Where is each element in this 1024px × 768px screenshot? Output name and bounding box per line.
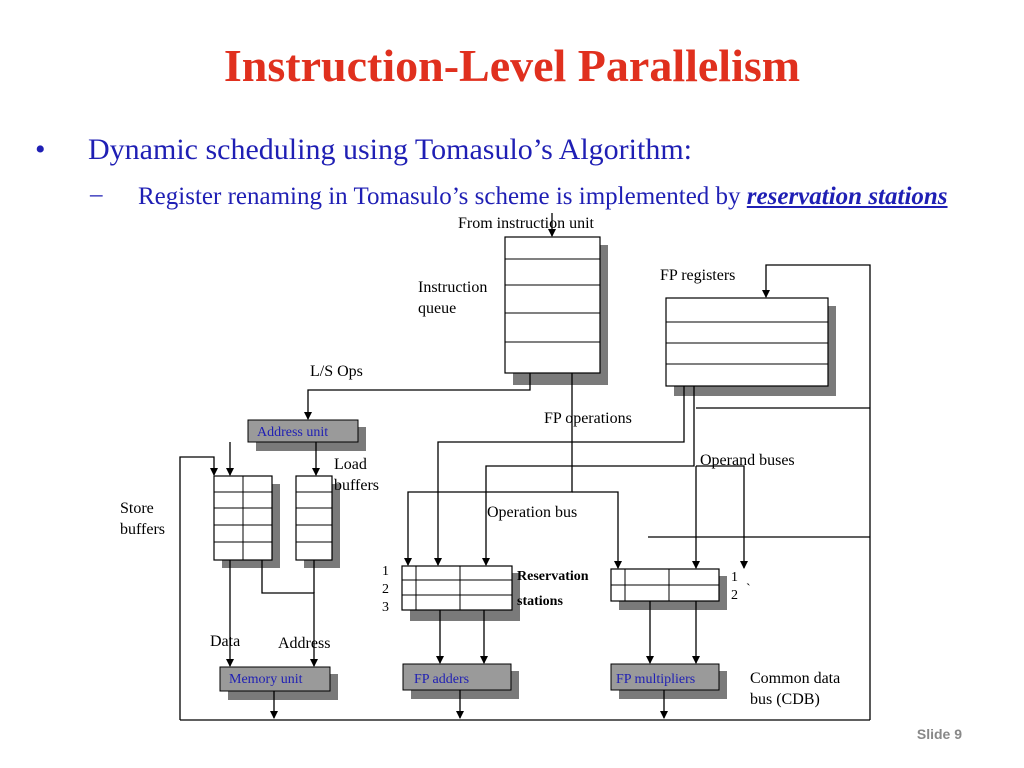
address-unit-label: Address unit: [257, 425, 329, 440]
operand-buses-label: Operand buses: [700, 452, 795, 469]
reservation-stations-label-2: stations: [517, 594, 563, 609]
rs-mult-number-1: 1: [731, 570, 738, 585]
bullet-text: Dynamic scheduling using Tomasulo’s Algo…: [88, 133, 692, 167]
rs-adders-number-2: 2: [382, 582, 389, 597]
fp-operations-label: FP operations: [544, 410, 632, 427]
reservation-stations-emphasis: reservation stations: [746, 183, 948, 210]
reservation-stations-adders: [401, 565, 520, 621]
sub-bullet-text-main: Register renaming in Tomasulo’s scheme i…: [138, 183, 747, 210]
bullet-colon: :: [683, 133, 692, 166]
instruction-queue: [504, 236, 608, 385]
rs-adders-number-3: 3: [382, 600, 389, 615]
slide-title: Instruction-Level Parallelism: [223, 40, 801, 91]
load-buffers-label-1: Load: [334, 456, 367, 473]
bullet-marker: •: [35, 133, 46, 166]
fp-adders-label: FP adders: [414, 672, 470, 687]
stray-mark: `: [746, 582, 751, 597]
fp-registers: [665, 297, 836, 396]
memory-unit-box: [219, 666, 338, 700]
load-buffers: [295, 475, 340, 568]
store-buffers-label-1: Store: [120, 500, 154, 517]
memory-unit-label: Memory unit: [229, 672, 303, 687]
cdb-label-2: bus (CDB): [750, 691, 820, 708]
instruction-queue-label-1: Instruction: [418, 279, 488, 296]
store-buffers-label-2: buffers: [120, 521, 166, 538]
fp-multipliers-box: [610, 663, 727, 699]
fp-registers-label: FP registers: [660, 267, 736, 284]
operation-bus-label: Operation bus: [487, 504, 578, 521]
fp-multipliers-label: FP multipliers: [616, 672, 696, 687]
load-buffers-label-2: buffers: [334, 477, 380, 494]
instruction-queue-label-2: queue: [418, 300, 457, 317]
address-unit-box: [247, 419, 366, 451]
from-instruction-unit-label: From instruction unit: [458, 215, 594, 232]
fp-adders-box: [402, 663, 519, 699]
data-label: Data: [210, 633, 241, 650]
address-label: Address: [278, 635, 331, 652]
bullet-text-main: Dynamic scheduling using Tomasulo’s Algo…: [88, 133, 684, 166]
rs-mult-number-2: 2: [731, 588, 738, 603]
ls-ops-label: L/S Ops: [310, 363, 363, 380]
store-buffers: [213, 475, 280, 568]
sub-bullet-marker: –: [90, 181, 103, 208]
wiring: [179, 213, 871, 721]
cdb-label-1: Common data: [750, 670, 841, 687]
sub-bullet-text: Register renaming in Tomasulo’s scheme i…: [138, 181, 978, 212]
rs-adders-number-1: 1: [382, 564, 389, 579]
slide-number: Slide 9: [916, 726, 962, 742]
reservation-stations-multipliers: [610, 568, 727, 610]
reservation-stations-label-1: Reservation: [517, 569, 589, 584]
